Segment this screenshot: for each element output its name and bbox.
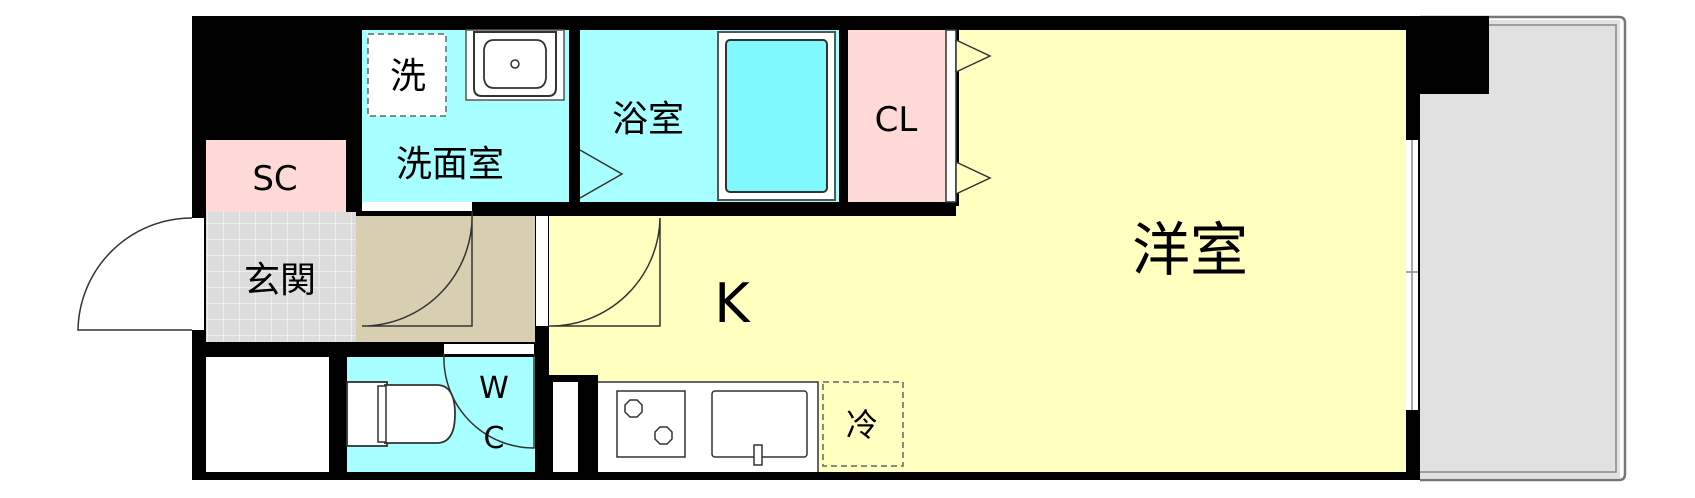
label-bathroom: 浴室	[612, 99, 684, 140]
label-shoe-closet: SC	[252, 159, 297, 199]
label-toilet-c: C	[484, 421, 505, 456]
label-toilet-w: W	[479, 371, 509, 406]
label-closet: CL	[875, 100, 918, 140]
hall	[356, 212, 535, 342]
wash-basin	[465, 29, 565, 101]
label-washer: 洗	[390, 56, 426, 97]
kitchen-sink	[711, 390, 808, 466]
fridge-space	[823, 382, 903, 466]
closet-doors	[945, 29, 992, 203]
fridge-outline	[822, 381, 904, 467]
storage	[206, 357, 329, 472]
label-entrance: 玄関	[244, 260, 316, 301]
counter-nook	[553, 380, 578, 472]
washer-space	[367, 33, 447, 117]
bath-door-marker	[579, 149, 624, 199]
bathtub	[717, 31, 836, 201]
label-washroom: 洗面室	[396, 144, 504, 185]
label-kitchen: K	[714, 272, 751, 335]
stove	[616, 390, 686, 458]
label-western-room: 洋室	[1132, 216, 1248, 284]
entrance	[206, 212, 356, 342]
shoe-closet	[206, 140, 346, 212]
door-swings	[77, 210, 661, 449]
toilet-bowl	[346, 381, 456, 447]
balcony	[1420, 15, 1627, 482]
label-fridge: 冷	[846, 406, 878, 444]
closet	[848, 30, 947, 202]
